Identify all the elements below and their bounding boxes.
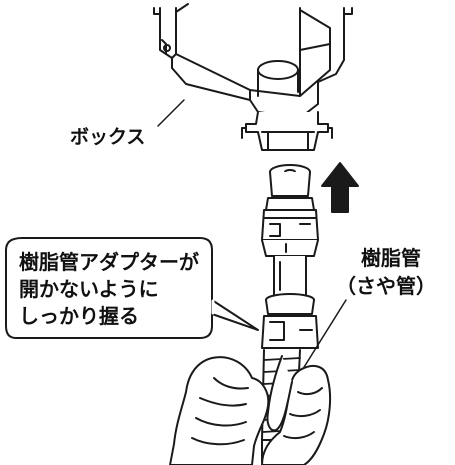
callout-bubble [5,237,259,339]
resin-pipe-label-line1: 樹脂管 [361,246,421,270]
box-illustration [153,3,353,151]
callout-line-3: しっかり握る [19,304,139,328]
box-label: ボックス [70,126,146,148]
callout-line-2: 開かないように [19,277,159,301]
resin-pipe-label: 樹脂管 （さや管） [336,244,436,300]
hands-illustration [169,355,332,465]
callout-text: 樹脂管アダプターが 開かないように しっかり握る [19,249,199,330]
callout-line-1: 樹脂管アダプターが [19,250,199,274]
resin-pipe-label-line2: （さや管） [336,274,436,298]
up-arrow [321,162,359,213]
